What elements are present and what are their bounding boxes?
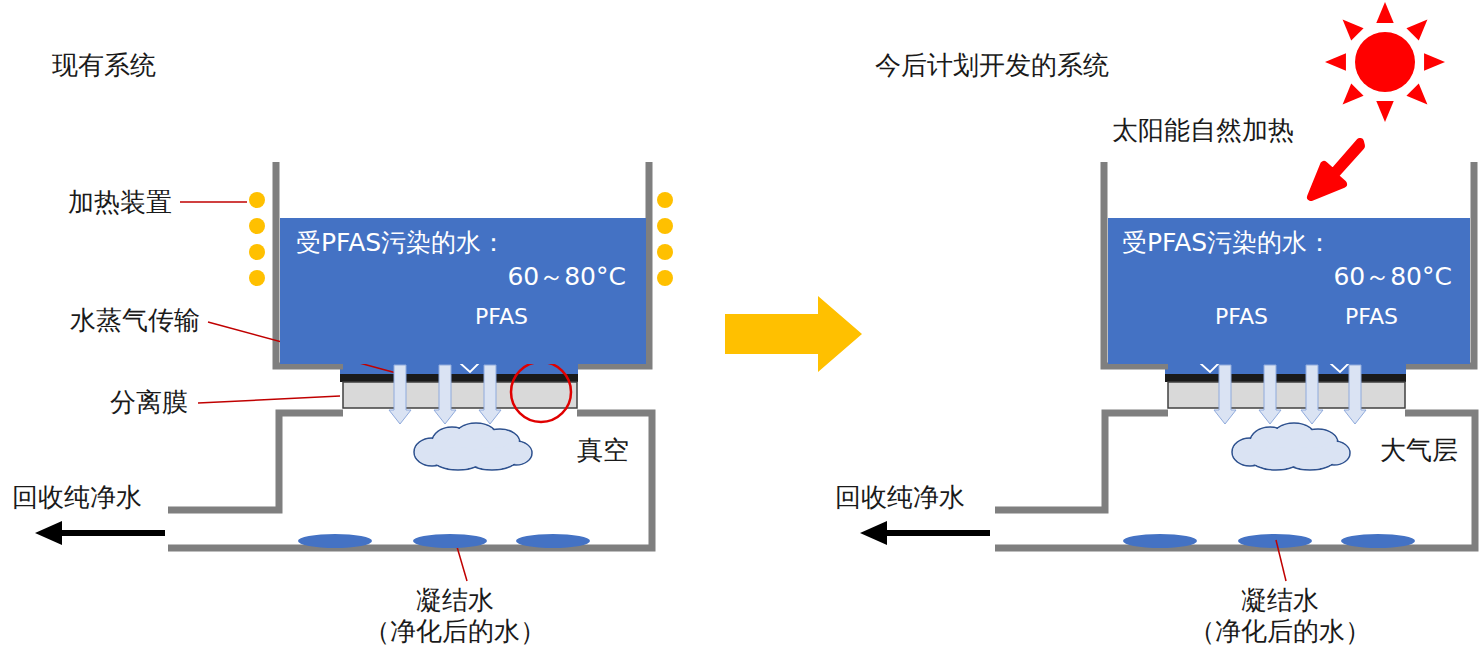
system-title: 今后计划开发的系统 [875, 50, 1109, 81]
drawing-rect [1168, 382, 1405, 408]
pollutant-label: PFAS [1215, 304, 1268, 330]
drawing-path [1104, 162, 1474, 366]
condensate-label: 凝结水 （净化后的水） [1175, 585, 1385, 647]
drawing-circle [657, 244, 673, 260]
drawing-circle [657, 270, 673, 286]
drawing-path [168, 413, 652, 548]
drawing-path [1311, 142, 1361, 197]
outlet-label: 回收纯净水 [835, 482, 965, 513]
drawing-path [1325, 53, 1346, 70]
drawing-path [1343, 83, 1364, 104]
heater-label: 加热装置 [68, 187, 172, 218]
drawing-g [1232, 423, 1350, 470]
drawing-circle [657, 192, 673, 208]
drawing-circle [1355, 32, 1415, 92]
drawing-line [880, 530, 990, 536]
drawing-path [860, 521, 887, 545]
drawing-rect [340, 374, 578, 382]
water-label: 受PFAS污染的水： [296, 228, 506, 258]
drawing-ellipse [1251, 447, 1301, 469]
drawing-ellipse [413, 534, 487, 548]
pollutant-label: PFAS [475, 304, 528, 330]
drawing-path [1343, 20, 1364, 41]
drawing-path [1424, 53, 1445, 70]
drawing-ellipse [1123, 534, 1197, 548]
drawing-path [434, 365, 456, 424]
drawing-circle [511, 362, 571, 422]
drawing-path [1344, 365, 1366, 424]
drawing-circle [657, 218, 673, 234]
drawing-circle [249, 244, 265, 260]
drawing-line [180, 201, 247, 203]
transition-arrow [725, 296, 862, 372]
drawing-circle [249, 270, 265, 286]
drawing-path [1406, 83, 1427, 104]
drawing-circle [249, 218, 265, 234]
drawing-path [276, 162, 649, 366]
vapor-label: 水蒸气传输 [70, 305, 200, 336]
drawing-path [1406, 20, 1427, 41]
drawing-line [1276, 540, 1286, 581]
drawing-path [1259, 365, 1281, 424]
water-body: 受PFAS污染的水：60～80°C PFAS PFAS [1108, 218, 1470, 364]
system-title: 现有系统 [52, 50, 156, 81]
pollutant-label: PFAS [1345, 304, 1398, 330]
drawing-path [479, 365, 501, 424]
drawing-ellipse [516, 534, 590, 548]
solar-label: 太阳能自然加热 [1112, 115, 1294, 146]
drawing-line [55, 530, 165, 536]
drawing-path [1376, 101, 1393, 122]
drawing-ellipse [1341, 534, 1415, 548]
drawing-path [995, 413, 1475, 548]
condensate-label: 凝结水 （净化后的水） [350, 585, 560, 647]
drawing-path [389, 365, 411, 424]
drawing-rect [343, 382, 577, 408]
drawing-ellipse [433, 447, 483, 469]
drawing-g [1325, 2, 1445, 122]
drawing-circle [249, 192, 265, 208]
left-system [35, 162, 673, 581]
water-label: 受PFAS污染的水： [1122, 228, 1332, 258]
drawing-line [198, 396, 340, 403]
drawing-g [414, 423, 532, 470]
drawing-rect [1165, 374, 1406, 382]
drawing-path [1301, 365, 1323, 424]
drawing-ellipse [1238, 534, 1312, 548]
drawing-path [1376, 2, 1393, 23]
drawing-path [1214, 365, 1236, 424]
drawing-ellipse [298, 534, 372, 548]
atmosphere-label: 大气层 [1380, 435, 1458, 466]
temperature-label: 60～80°C [507, 262, 626, 292]
water-body: 受PFAS污染的水：60～80°C PFAS [280, 218, 646, 364]
temperature-label: 60～80°C [1333, 262, 1452, 292]
drawing-path [35, 521, 62, 545]
membrane-label: 分离膜 [110, 387, 188, 418]
drawing-g [1123, 534, 1415, 548]
vacuum-label: 真空 [577, 435, 629, 466]
drawing-g [298, 534, 590, 548]
outlet-label: 回收纯净水 [12, 482, 142, 513]
